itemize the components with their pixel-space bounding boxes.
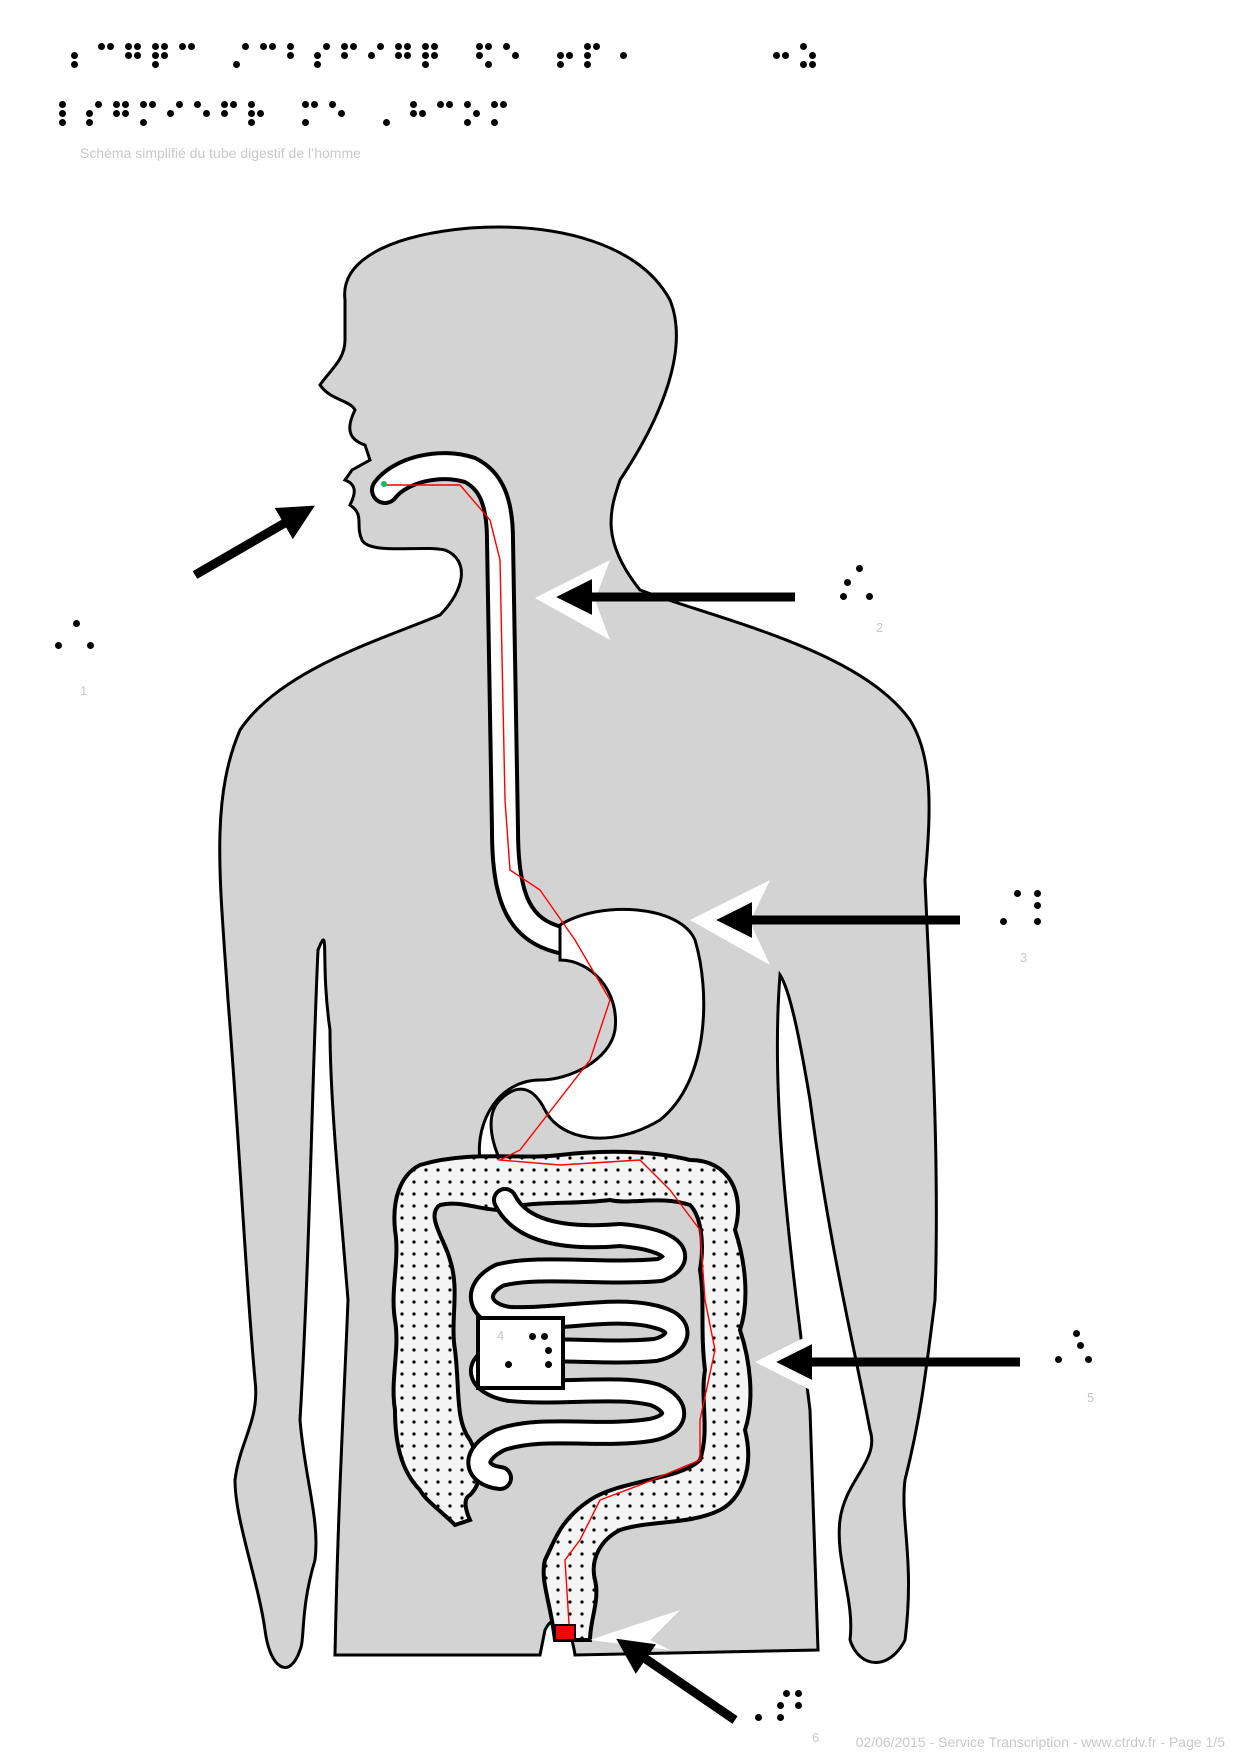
stomach — [477, 907, 706, 1162]
page-footer: 02/06/2015 - Service Transcription - www… — [855, 1734, 1225, 1750]
braille-cell — [124, 42, 142, 69]
braille-cell — [583, 42, 601, 69]
braille-title-line-1 — [70, 42, 826, 69]
braille-cell — [85, 100, 103, 127]
braille-cell — [502, 42, 520, 69]
mouth-start-marker — [381, 481, 387, 487]
braille-cell — [463, 100, 481, 127]
braille-cell — [409, 100, 427, 127]
label-1: 1 — [80, 683, 88, 698]
braille-cell — [70, 42, 88, 69]
braille-cell — [259, 42, 277, 69]
braille-cell — [286, 42, 304, 69]
braille-cell — [421, 42, 439, 69]
braille-cell — [367, 42, 385, 69]
braille-cell — [166, 100, 184, 127]
anus-marker — [554, 1624, 576, 1641]
braille-cell — [247, 100, 265, 127]
arrow-3 — [690, 880, 960, 965]
braille-cell — [436, 100, 454, 127]
label-5: 5 — [1087, 1390, 1095, 1405]
arrow-6 — [590, 1610, 738, 1724]
braille-cell — [220, 100, 238, 127]
label-4: 4 — [497, 1328, 505, 1343]
arrow-1 — [192, 505, 315, 579]
braille-cell — [490, 100, 508, 127]
braille-cell — [475, 42, 493, 69]
braille-cell — [772, 42, 790, 69]
label-3: 3 — [1020, 950, 1028, 965]
braille-cell — [232, 42, 250, 69]
braille-cell — [556, 42, 574, 69]
arrow-5 — [755, 1325, 1020, 1400]
braille-cell — [313, 42, 331, 69]
large-intestine — [391, 1149, 753, 1642]
label-6: 6 — [812, 1730, 820, 1745]
label-2: 2 — [876, 620, 884, 635]
braille-cell — [382, 100, 400, 127]
braille-cell — [340, 42, 358, 69]
braille-cell — [112, 100, 130, 127]
braille-cell — [178, 42, 196, 69]
braille-cell — [97, 42, 115, 69]
braille-cell — [58, 100, 76, 127]
food-route-line — [385, 484, 716, 1641]
braille-cell — [394, 42, 412, 69]
arrow-2 — [535, 560, 795, 640]
braille-cell — [610, 42, 628, 69]
diagram-caption: Schéma simplifié du tube digestif de l’h… — [80, 145, 361, 161]
braille-cell — [328, 100, 346, 127]
braille-cell — [799, 42, 817, 69]
braille-cell — [301, 100, 319, 127]
braille-cell — [139, 100, 157, 127]
braille-title-line-2 — [58, 100, 517, 127]
label-4-box — [476, 1316, 565, 1390]
braille-cell — [151, 42, 169, 69]
braille-cell — [193, 100, 211, 127]
